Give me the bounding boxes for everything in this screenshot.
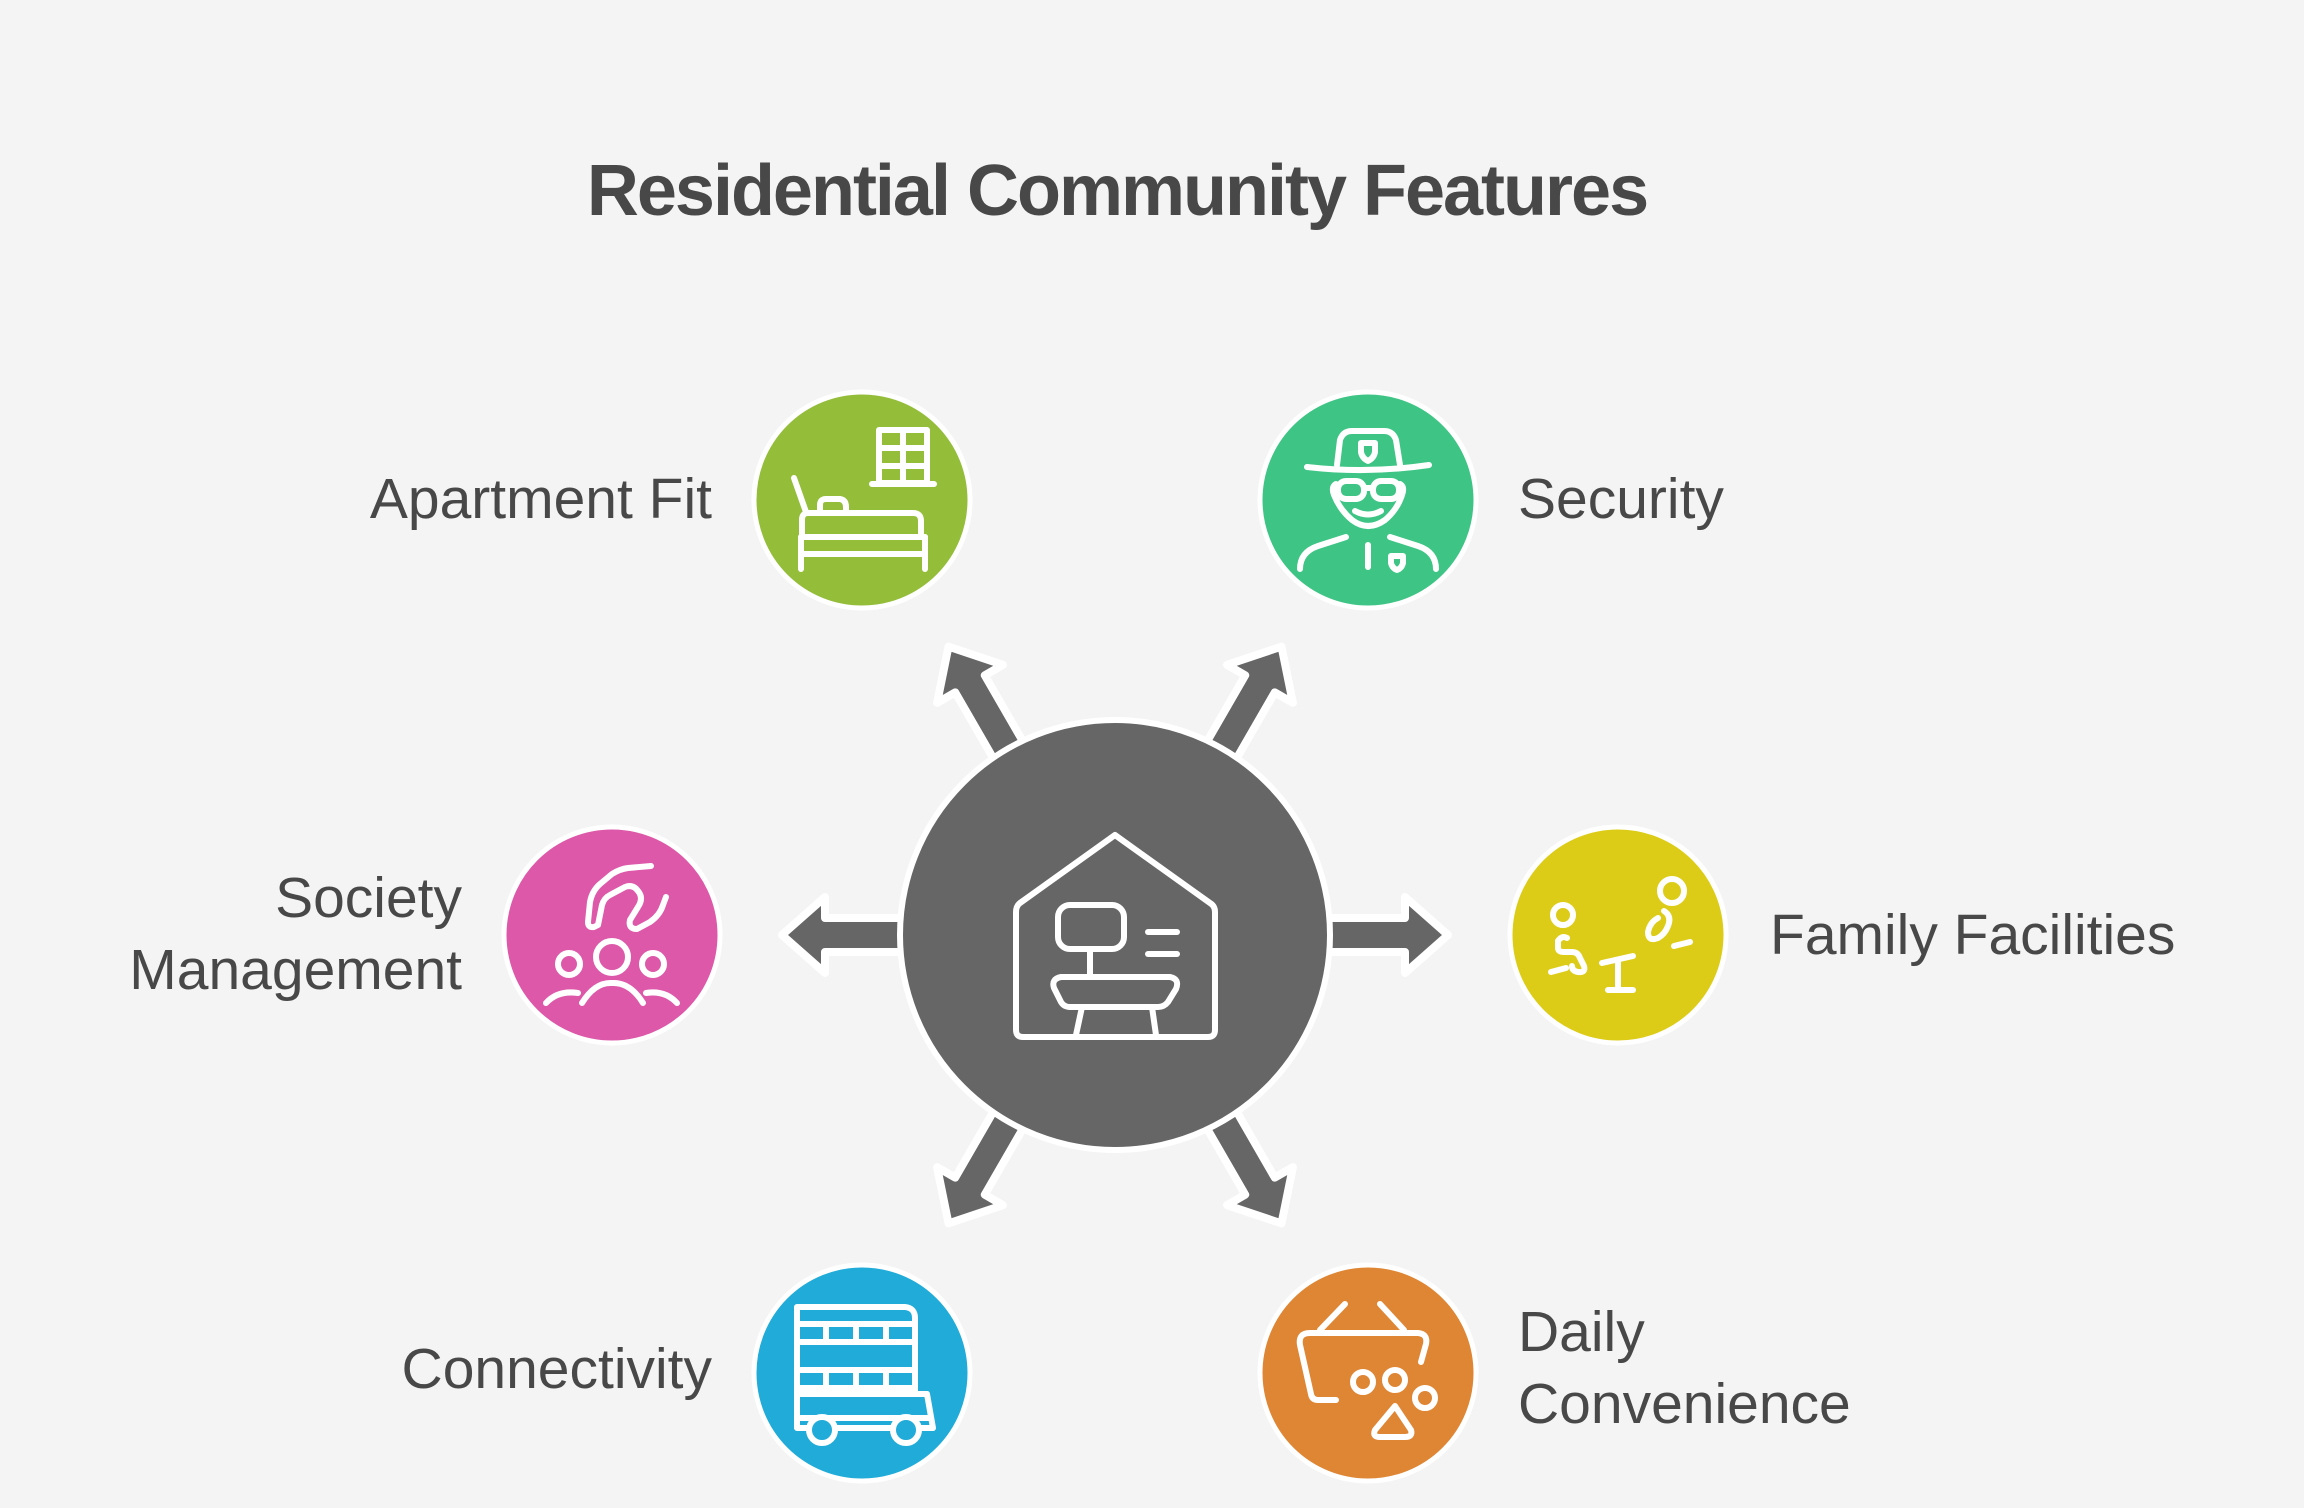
diagram-title: Residential Community Features bbox=[586, 151, 1649, 231]
label-society-management: Society Management bbox=[129, 866, 462, 1002]
node-daily-convenience bbox=[1257, 1262, 1479, 1484]
bed-window-icon bbox=[791, 427, 937, 572]
shopping-basket-icon bbox=[1296, 1301, 1438, 1440]
node-security bbox=[1257, 389, 1479, 611]
hand-over-group-icon bbox=[543, 863, 680, 1006]
hub bbox=[897, 717, 1333, 1153]
node-family-facilities bbox=[1507, 824, 1729, 1046]
seesaw-icon bbox=[1548, 876, 1693, 993]
label-family-facilities: Family Facilities bbox=[1770, 903, 2176, 967]
label-security: Security bbox=[1518, 467, 1724, 531]
label-daily-convenience: Daily Convenience bbox=[1518, 1300, 1851, 1436]
node-apartment-fit bbox=[751, 389, 973, 611]
node-society-management bbox=[501, 824, 723, 1046]
security-guard-icon bbox=[1297, 428, 1439, 573]
label-connectivity: Connectivity bbox=[401, 1337, 712, 1401]
house-with-chair-icon bbox=[1013, 832, 1218, 1040]
node-connectivity bbox=[751, 1262, 973, 1484]
label-apartment-fit: Apartment Fit bbox=[369, 467, 712, 531]
double-decker-bus-icon bbox=[794, 1304, 936, 1446]
